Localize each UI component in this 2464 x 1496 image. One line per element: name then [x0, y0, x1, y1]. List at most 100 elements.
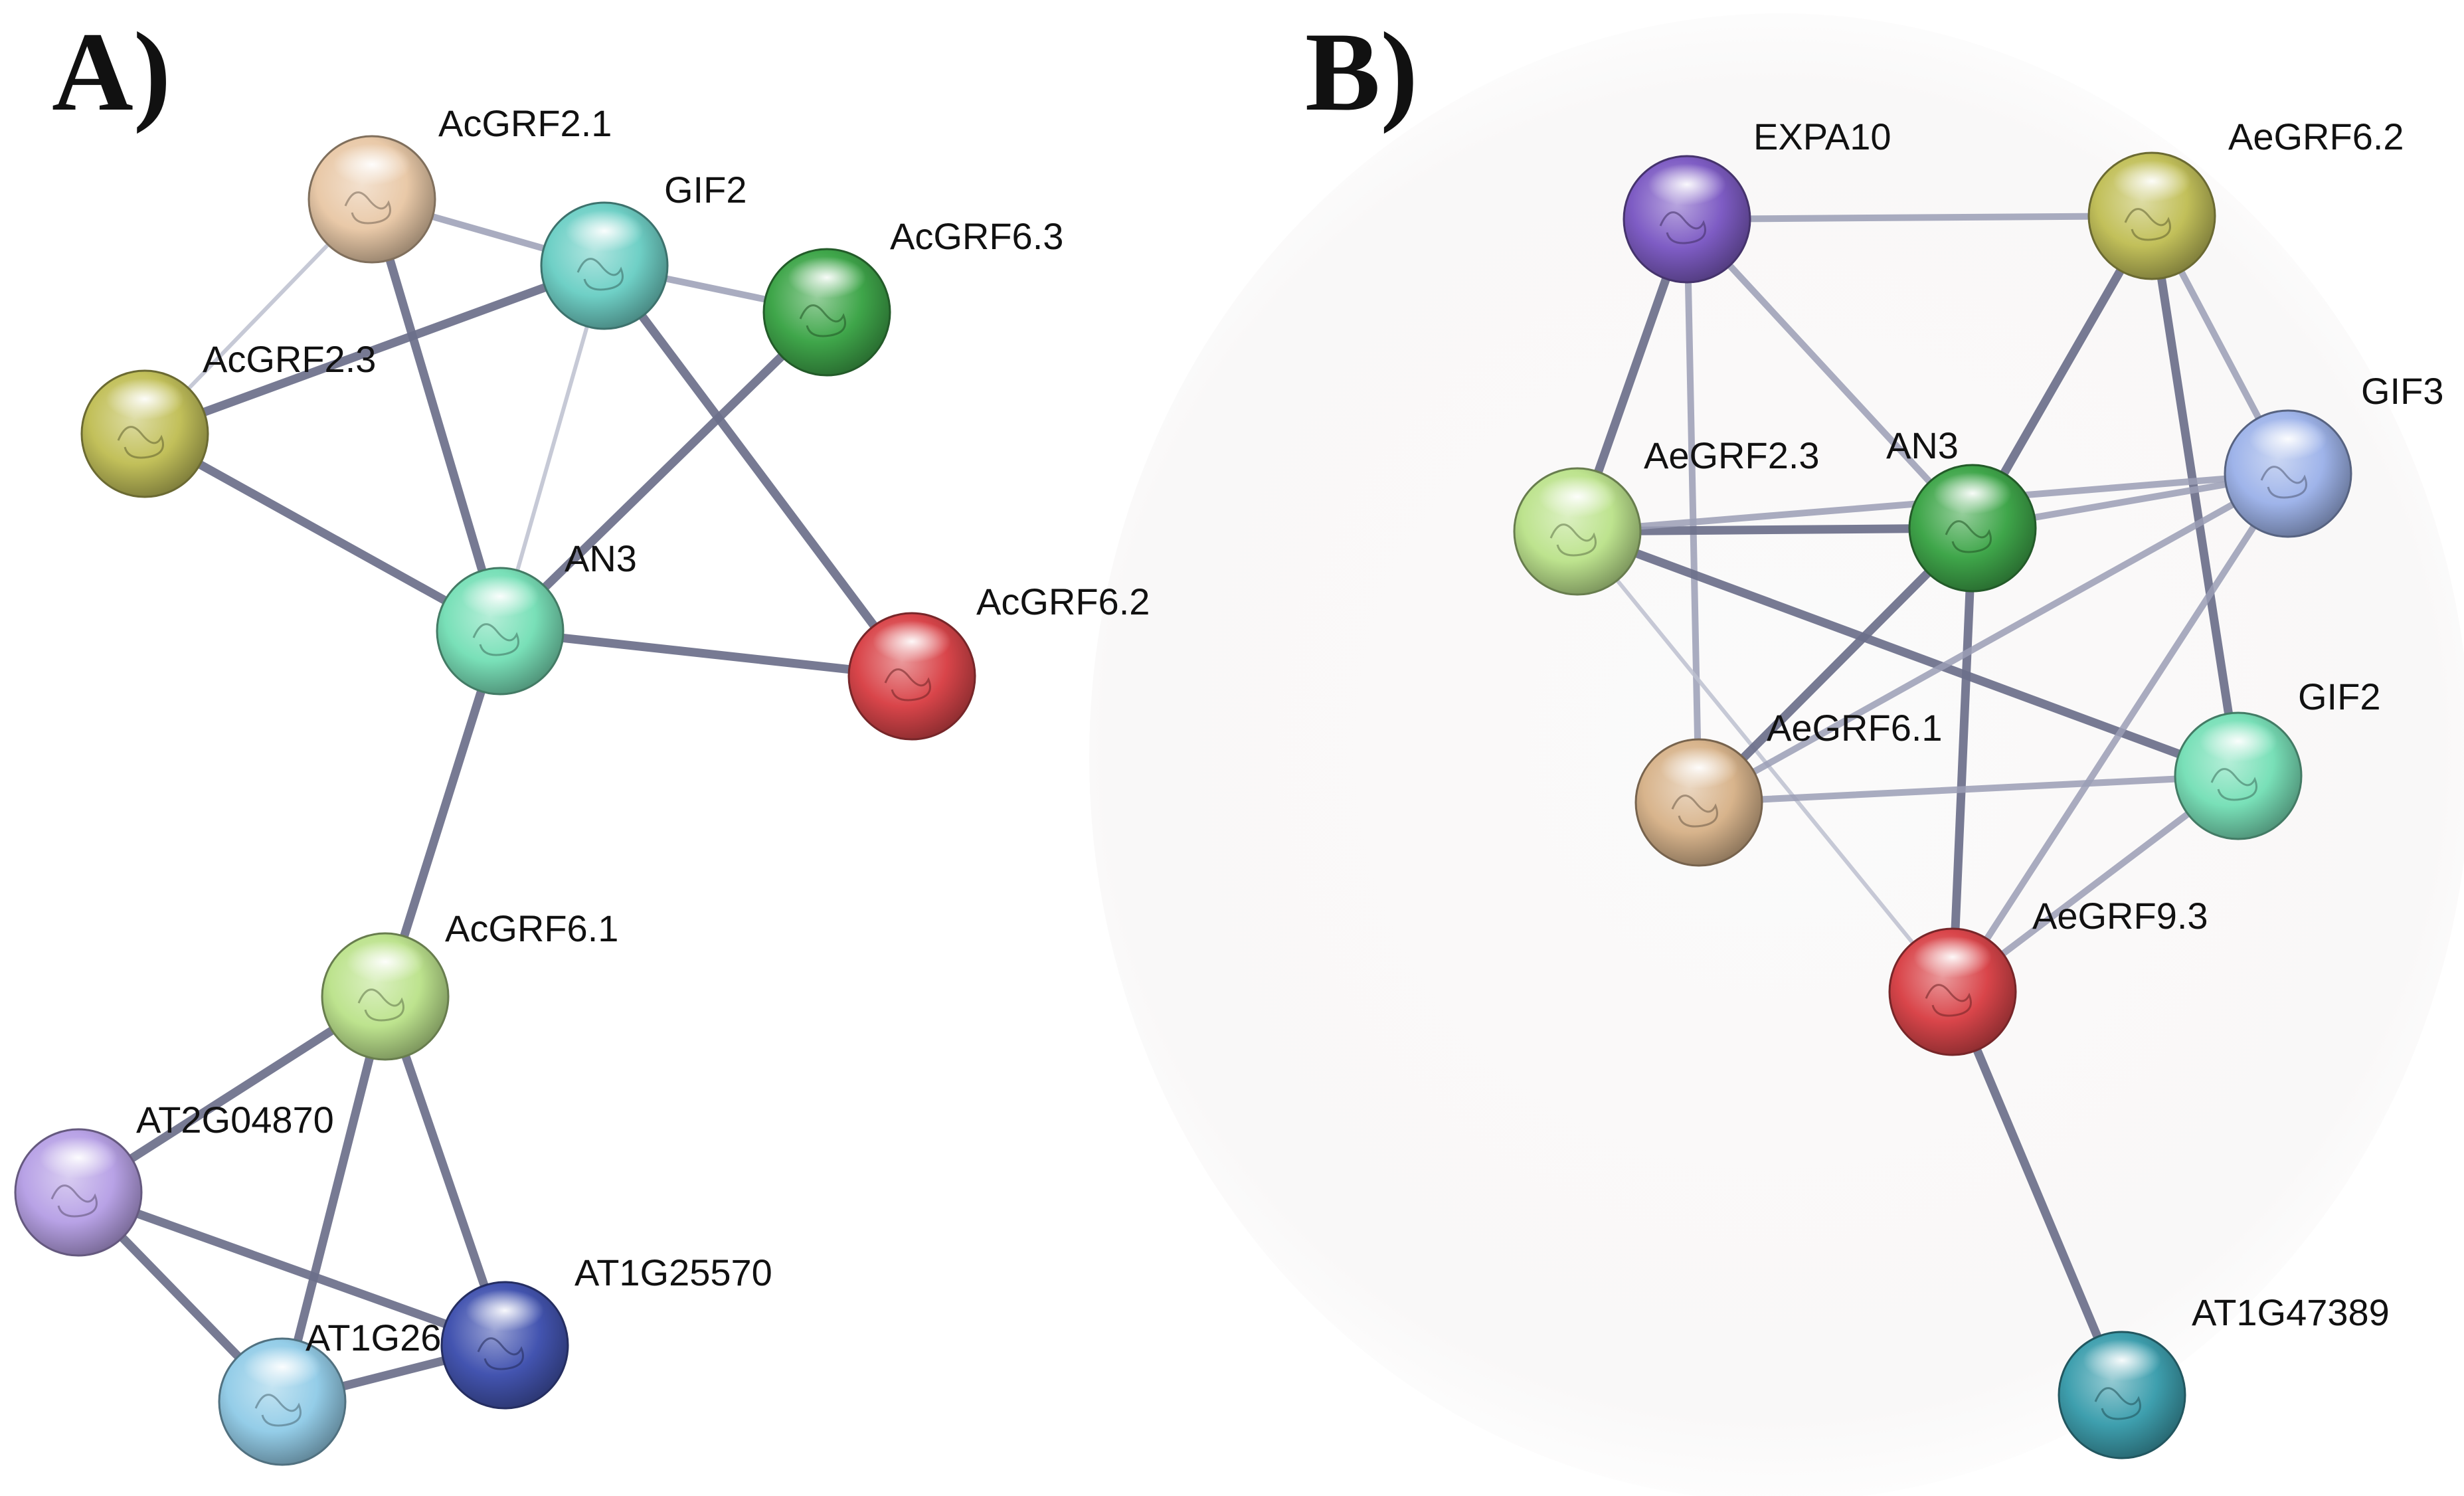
panel-a-node-acgrf2-3-label: AcGRF2.3 [203, 338, 376, 380]
panel-a-node-gif2[interactable]: GIF2 [540, 169, 747, 330]
panel-b-edge-expa10-aegrf6-2 [1684, 213, 2155, 223]
panel-a-node-acgrf2-1-gloss [333, 143, 411, 186]
panel-b-node-aegrf9-3-label: AeGRF9.3 [2032, 895, 2208, 937]
panel-b-node-aegrf2-3-structure-icon [1549, 523, 1597, 557]
panel-b-node-gif2-label: GIF2 [2298, 676, 2380, 717]
panel-b-node-expa10[interactable]: EXPA10 [1623, 116, 1892, 284]
panel-b-node-at1g47389[interactable]: AT1G47389 [2058, 1291, 2390, 1459]
panel-a-edge-at2g04870-at1g25570 [74, 1188, 509, 1350]
panel-a-node-acgrf6-2[interactable]: AcGRF6.2 [847, 581, 1150, 741]
panel-a-node-acgrf6-1[interactable]: AcGRF6.1 [321, 907, 618, 1061]
panel-b-node-gif2[interactable]: GIF2 [2174, 676, 2380, 840]
panel-a-node-at2g04870-gloss [39, 1137, 118, 1179]
panel-b-node-expa10-structure-icon [1659, 211, 1706, 244]
panel-b-node-an3-gloss [1933, 472, 2012, 515]
panel-a-node-acgrf6-3-gloss [788, 256, 866, 299]
panel-b-node-gif3-structure-icon [2260, 466, 2307, 499]
panel-a-edge-gif2-acgrf6-2 [600, 261, 917, 681]
panel-a-node-acgrf6-1-label: AcGRF6.1 [445, 907, 618, 949]
panel-b-node-aegrf9-3-structure-icon [1925, 984, 1972, 1017]
panel-a-node-at2g04870[interactable]: AT2G04870 [14, 1099, 334, 1257]
panel-a-node-acgrf6-3-label: AcGRF6.3 [890, 215, 1063, 257]
panel-a-node-acgrf2-3-structure-icon [117, 426, 164, 459]
panel-b-node-an3-label: AN3 [1886, 424, 1959, 466]
panel-a-node-at1g25570-label: AT1G25570 [574, 1252, 772, 1293]
panel-a-nodes: AcGRF2.1GIF2AcGRF6.3AcGRF2.3AN3AcGRF6.2A… [14, 102, 1150, 1466]
panel-b-node-at1g47389-gloss [2083, 1339, 2161, 1382]
panel-b-edge-aegrf2-3-gif2 [1573, 527, 2243, 781]
panel-a-node-acgrf6-2-label: AcGRF6.2 [976, 581, 1150, 622]
panel-b-background [1089, 13, 2464, 1496]
panel-b-node-aegrf9-3[interactable]: AeGRF9.3 [1888, 895, 2208, 1056]
panel-a-node-acgrf2-3[interactable]: AcGRF2.3 [80, 338, 376, 498]
panel-a-node-at1g25570-gloss [466, 1289, 544, 1332]
panel-a-node-gif2-structure-icon [576, 258, 624, 291]
panel-b-node-aegrf2-3[interactable]: AeGRF2.3 [1513, 434, 1820, 596]
panel-b-node-aegrf6-2-gloss [2113, 160, 2191, 203]
panel-b-node-aegrf6-2-label: AeGRF6.2 [2228, 116, 2404, 157]
panel-b-edge-an3-aegrf6-1 [1694, 523, 1977, 807]
panel-b-node-aegrf2-3-gloss [1538, 476, 1617, 518]
panel-a-node-an3-gloss [461, 575, 539, 618]
panel-a-node-at1g25570[interactable]: AT1G25570 [440, 1252, 772, 1410]
panel-b-node-aegrf2-3-label: AeGRF2.3 [1644, 434, 1820, 476]
panel-a-edge-acgrf2-3-an3 [140, 429, 505, 636]
panel-a-edge-acgrf6-3-an3 [495, 308, 832, 636]
panel-a-node-an3[interactable]: AN3 [436, 537, 637, 696]
panel-b-label: B) [1305, 9, 1418, 134]
panel-b-edge-aegrf2-3-an3 [1573, 523, 1977, 536]
panel-b-node-aegrf6-1-structure-icon [1671, 795, 1718, 828]
panel-b-edge-aegrf2-3-aegrf9-3 [1575, 529, 1955, 994]
panel-a-node-acgrf6-2-structure-icon [884, 668, 931, 701]
panel-a-node-acgrf6-1-gloss [346, 941, 424, 983]
panel-b-node-gif3-gloss [2249, 418, 2327, 460]
panel-b-node-at1g47389-structure-icon [2094, 1387, 2141, 1420]
panel-a-node-at1g25570-structure-icon [477, 1337, 524, 1370]
panel-a-node-an3-label: AN3 [565, 537, 637, 579]
panel-a-node-acgrf2-1[interactable]: AcGRF2.1 [308, 102, 612, 264]
panel-a: A) AcGRF2.1GIF2AcGRF6.3AcGRF2.3AN3AcGRF6… [14, 9, 1150, 1466]
panel-a-node-at1g26-label: AT1G26 [306, 1317, 441, 1358]
panel-a-node-gif2-label: GIF2 [664, 169, 747, 211]
panel-a-label: A) [52, 9, 171, 134]
panel-a-node-at1g26-structure-icon [254, 1394, 302, 1427]
panel-a-node-at2g04870-label: AT2G04870 [136, 1099, 334, 1141]
panel-b-edge-expa10-an3 [1684, 216, 1976, 531]
panel-b-node-aegrf6-1[interactable]: AeGRF6.1 [1634, 707, 1943, 867]
panel-a-node-acgrf6-3[interactable]: AcGRF6.3 [762, 215, 1063, 377]
panel-b-node-expa10-label: EXPA10 [1753, 116, 1892, 157]
panel-b-edge-an3-aegrf9-3 [1948, 523, 1977, 996]
panel-b-node-gif2-structure-icon [2210, 768, 2257, 801]
panel-a-edge-acgrf6-1-at1g26 [278, 992, 390, 1406]
panel-b-edge-expa10-aegrf6-1 [1684, 216, 1702, 806]
panel-b-edge-aegrf9-3-at1g47389 [1948, 987, 2127, 1400]
panel-b-node-aegrf6-2-structure-icon [2124, 208, 2171, 241]
panel-a-node-at1g26[interactable]: AT1G26 [218, 1317, 441, 1466]
panel-b-edge-aegrf6-2-gif2 [2147, 211, 2243, 781]
panel-b-edge-gif3-aegrf9-3 [1949, 470, 2291, 995]
panel-a-node-acgrf6-1-structure-icon [357, 988, 404, 1022]
panel-b-node-an3[interactable]: AN3 [1886, 424, 2037, 593]
panel-b-edge-aegrf6-1-gif2 [1696, 773, 2242, 806]
panel-a-node-acgrf6-2-gloss [873, 620, 951, 663]
panel-b-node-aegrf6-1-label: AeGRF6.1 [1767, 707, 1943, 749]
panel-b-node-gif2-gloss [2199, 720, 2277, 763]
panel-b-node-aegrf6-2[interactable]: AeGRF6.2 [2087, 116, 2404, 280]
panel-a-node-an3-structure-icon [472, 623, 519, 656]
panel-b-node-gif3[interactable]: GIF3 [2224, 370, 2443, 538]
panel-a-node-acgrf2-1-label: AcGRF2.1 [438, 102, 612, 144]
panel-a-node-acgrf2-1-structure-icon [344, 191, 391, 225]
panel-a-node-acgrf2-3-gloss [106, 378, 184, 421]
panel-b-node-gif3-label: GIF3 [2361, 370, 2443, 412]
panel-a-edge-gif2-acgrf2-3 [140, 261, 609, 438]
panel-a-node-gif2-gloss [565, 210, 644, 252]
panel-b-edge-gif3-aegrf6-1 [1696, 470, 2291, 806]
panel-a-edge-an3-acgrf6-2 [495, 626, 917, 681]
panel-b-node-aegrf6-1-gloss [1660, 747, 1738, 789]
panel-b-node-aegrf9-3-gloss [1913, 936, 1992, 979]
panel-a-edge-acgrf2-1-an3 [367, 195, 505, 636]
panel-b-node-expa10-gloss [1648, 163, 1726, 206]
